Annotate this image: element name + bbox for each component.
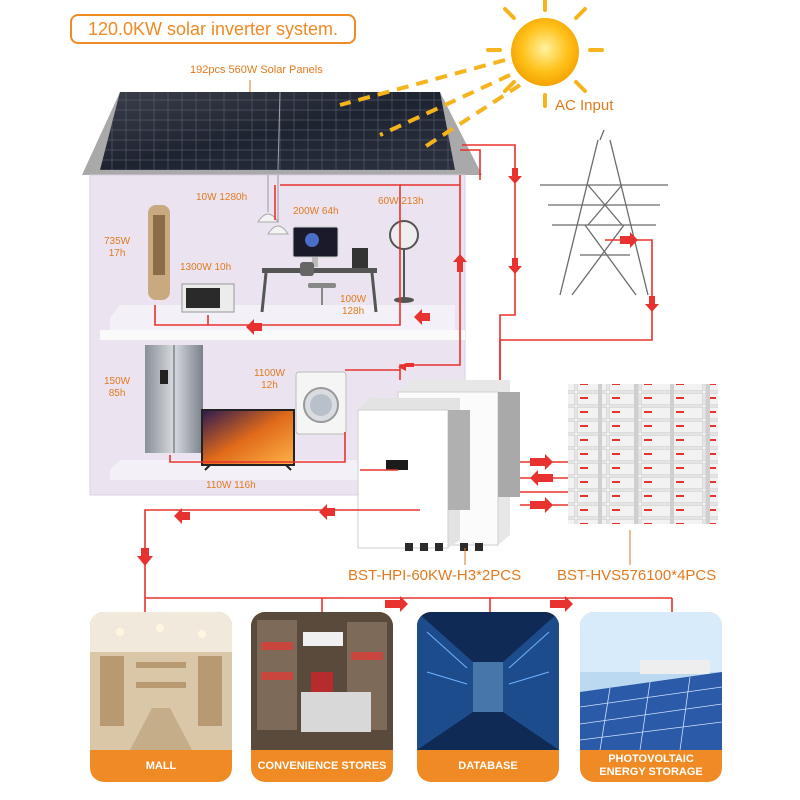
convenience-store-image (251, 612, 393, 750)
microwave-power-label: 1300W 10h (180, 262, 232, 273)
battery-model-label: BST-HVS576100*4PCS (557, 567, 717, 584)
fan-power-label: 60W 213h (378, 196, 424, 207)
inverter-model-label: BST-HPI-60KW-H3*2PCS (348, 567, 522, 584)
battery-racks (568, 384, 718, 524)
card-convenience-stores: CONVENIENCE STORES (251, 612, 393, 782)
database-image (417, 612, 559, 750)
lamp-power-label: 10W 1280h (196, 192, 248, 203)
fridge-power-label: 150W 85h (104, 376, 131, 399)
standing-fan (389, 220, 419, 250)
power-tower (540, 129, 668, 296)
television (201, 409, 295, 466)
card-photovoltaic-energy-storage: PHOTOVOLTAIC ENERGY STORAGE (580, 612, 722, 782)
sun (339, 0, 604, 152)
speaker-power-label: 100W 128h (340, 294, 367, 317)
computer-power-label: 200W 64h (293, 206, 339, 217)
card-mall-label: MALL (145, 759, 177, 772)
solar-panels-label: 192pcs 560W Solar Panels (190, 64, 323, 76)
battery-rack (568, 384, 718, 524)
washer-power-label: 1100W 12h (254, 368, 285, 391)
tv-power-label: 110W 116h (206, 480, 256, 491)
inverters (357, 380, 520, 551)
appliances (145, 175, 419, 471)
card-database-label: DATABASE (458, 759, 518, 772)
card-mall: MALL (90, 612, 232, 782)
card-photovoltaic-label: PHOTOVOLTAIC ENERGY STORAGE (599, 753, 703, 778)
ac-input-label: AC Input (555, 97, 614, 114)
speaker (352, 248, 368, 268)
flow-arrows (137, 168, 659, 612)
card-database: DATABASE (417, 612, 559, 782)
card-convenience-stores-label: CONVENIENCE STORES (257, 759, 387, 772)
mall-image (90, 612, 232, 750)
tower-fan-power-label: 735W 17h (104, 236, 131, 259)
system-title: 120.0KW solar inverter system. (70, 14, 356, 44)
photovoltaic-image (580, 612, 722, 750)
